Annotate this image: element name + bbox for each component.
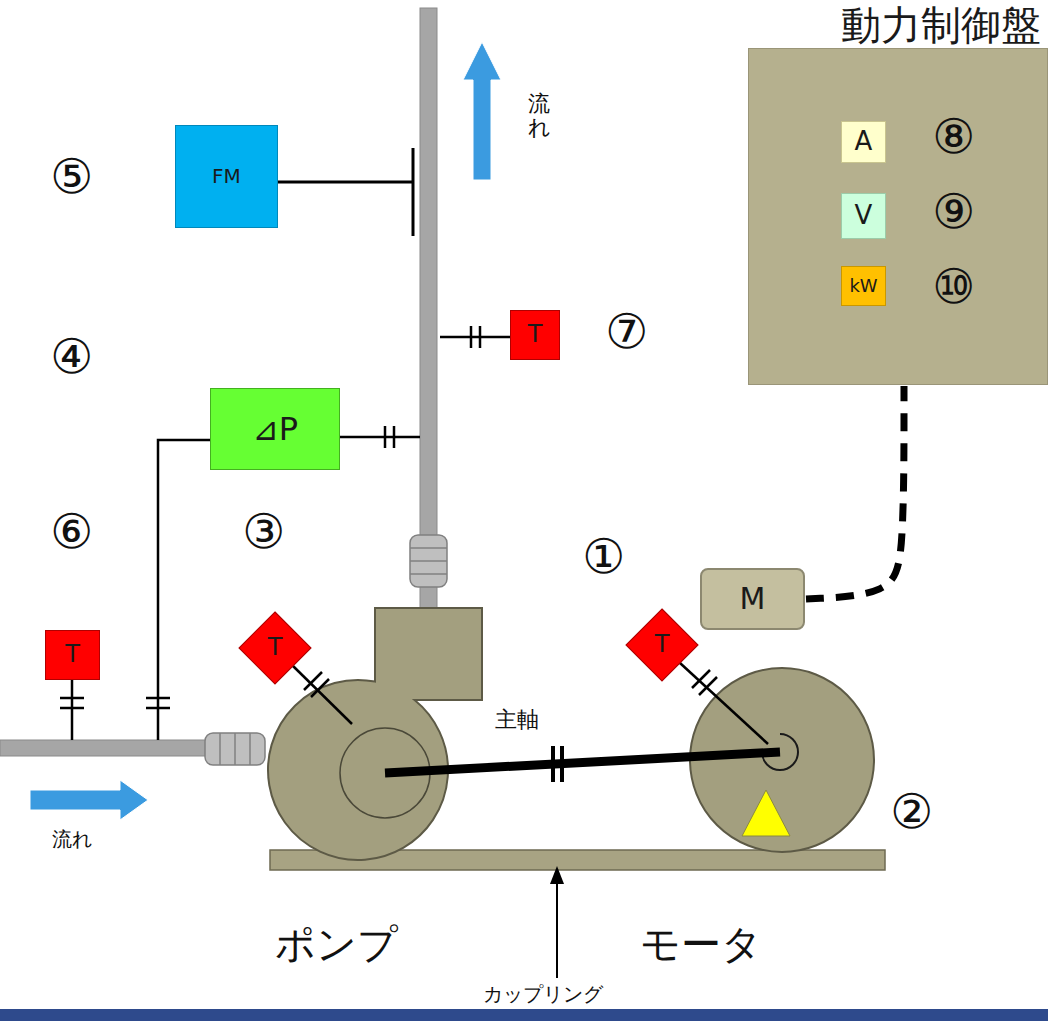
leader-line [556,882,558,978]
tap-tick [470,326,473,348]
leader-line [340,436,420,439]
flow-label: 流れ [528,92,550,140]
callout-number: ③ [242,505,285,558]
vibration-marker [742,790,790,836]
main-shaft [385,752,780,773]
control-panel: 動力制御盤AVkW [748,48,1048,385]
tap-tick [146,697,170,700]
node-label: T [528,321,543,349]
node-label: T [268,634,283,662]
leader-line [278,181,413,184]
node-label: V [855,201,873,231]
callout-number: ⑤ [50,150,93,203]
node-label: ⊿P [252,411,298,448]
power-meter-box: kW [841,266,886,306]
temperature-sensor: T [626,609,698,681]
flexible-joint [410,535,447,587]
flow-arrow [30,780,148,820]
leader-line [71,680,74,740]
motor-terminal-box: M [700,568,805,630]
motor-body [690,668,874,852]
leader-line [680,663,768,744]
leader-arrowhead [550,866,564,884]
callout-number: ⑨ [932,185,975,238]
ammeter-box: A [841,121,886,163]
node-label: A [855,127,873,157]
tap-tick [384,426,387,448]
callout-number: ① [582,530,625,583]
callout-number: ⑧ [932,110,975,163]
temperature-sensor: T [45,630,100,680]
callout-number: ② [890,785,933,838]
voltmeter-box: V [841,193,886,239]
tap-tick [479,326,482,348]
tap-tick [699,677,717,695]
part-label: ポンプ [275,922,398,966]
signal-cable [806,386,904,599]
callout-number: ⑩ [932,260,975,313]
flow-meter-mount [412,148,415,236]
node-label: T [655,631,670,659]
leader-line [158,440,210,740]
discharge-pipe [420,8,437,538]
pressure-sensor: ⊿P [210,388,340,470]
callout-number: ⑥ [50,505,93,558]
tap-tick [393,426,396,448]
part-label: カップリング [483,983,603,1005]
leader-line [293,666,352,724]
leader-line [440,336,510,339]
callout-number: ⑦ [605,305,648,358]
flow-arrow [463,42,501,180]
footer-bar [0,1009,1048,1021]
flexible-joint [205,733,265,765]
node-label: M [740,582,766,617]
node-label: FM [212,165,241,188]
tap-tick [60,697,84,700]
flow-label: 流れ [52,828,92,850]
temperature-sensor: T [239,612,311,684]
flow-meter-box: FM [175,125,278,228]
panel-heading: 動力制御盤 [841,2,1041,48]
coupling [560,746,564,782]
temperature-sensor: T [510,310,560,360]
tap-tick [60,707,84,710]
tap-tick [146,707,170,710]
suction-pipe [0,740,210,756]
tap-tick [311,679,329,697]
node-label: kW [849,276,877,297]
coupling [551,746,555,782]
part-label: 主軸 [495,708,539,732]
callout-number: ④ [50,330,93,383]
node-label: T [65,641,80,669]
part-label: モータ [640,922,762,966]
